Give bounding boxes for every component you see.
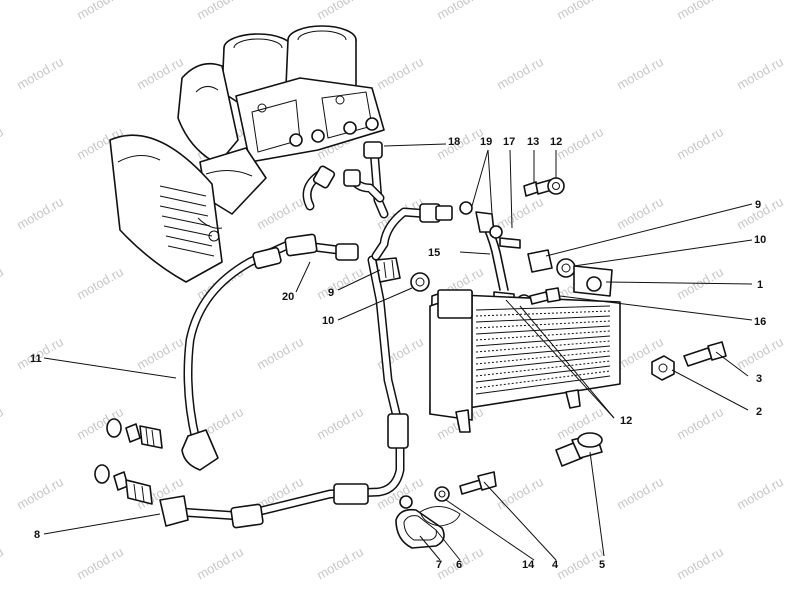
callout-1: 1 — [757, 279, 763, 291]
callout-2: 2 — [756, 406, 762, 418]
callout-16: 16 — [754, 316, 766, 328]
watermark-text: motod.ru — [74, 264, 126, 303]
callout-11: 11 — [30, 353, 42, 365]
watermark-text: motod.ru — [314, 0, 366, 23]
watermark-text: motod.ru — [0, 124, 6, 163]
watermark-text: motod.ru — [614, 474, 666, 513]
watermark-text: motod.ru — [494, 474, 546, 513]
watermark-text: motod.ru — [0, 0, 6, 23]
callout-12-bottom: 12 — [620, 415, 632, 427]
fitting-left-lower — [94, 464, 153, 505]
callout-13: 13 — [527, 136, 539, 148]
bolt-4 — [459, 471, 497, 495]
watermark-text: motod.ru — [494, 194, 546, 233]
watermark-text: motod.ru — [14, 54, 66, 93]
watermark-text: motod.ru — [0, 404, 6, 443]
watermark-text: motod.ru — [0, 544, 6, 583]
callout-labels: 18 19 17 13 12 9 10 15 1 16 20 9 10 11 3… — [30, 136, 766, 571]
callout-6: 6 — [456, 559, 462, 571]
watermark-text: motod.ru — [314, 544, 366, 583]
callout-8: 8 — [34, 529, 40, 541]
watermark-text: motod.ru — [674, 124, 726, 163]
callout-9-right: 9 — [755, 199, 761, 211]
bolt-3 — [683, 341, 727, 367]
clip-6 — [419, 506, 461, 527]
callout-19: 19 — [480, 136, 492, 148]
watermark-text: motod.ru — [734, 334, 786, 373]
bolt-16 — [529, 287, 561, 305]
watermark-text: motod.ru — [374, 54, 426, 93]
watermark-text: motod.ru — [14, 474, 66, 513]
fitting-9-10-left — [375, 257, 430, 292]
watermark-text: motod.ru — [314, 264, 366, 303]
washer-12-top — [547, 177, 565, 195]
oil-hose-11 — [181, 233, 359, 471]
callout-14: 14 — [522, 559, 535, 571]
watermark-text: motod.ru — [434, 0, 486, 23]
watermark-text: motod.ru — [734, 474, 786, 513]
oil-cooler-radiator — [429, 265, 621, 433]
watermark-text: motod.ru — [314, 404, 366, 443]
callout-18: 18 — [448, 136, 460, 148]
watermark-text: motod.ru — [674, 544, 726, 583]
watermark-text: motod.ru — [254, 334, 306, 373]
watermark-text: motod.ru — [614, 194, 666, 233]
watermark-text: motod.ru — [614, 54, 666, 93]
callout-20: 20 — [282, 291, 294, 303]
callout-9-left: 9 — [328, 287, 334, 299]
callout-17: 17 — [503, 136, 515, 148]
callout-10-right: 10 — [754, 234, 766, 246]
callout-12-top: 12 — [550, 136, 562, 148]
fitting-9-10-right — [527, 249, 576, 278]
watermark-text: motod.ru — [494, 54, 546, 93]
hose-to-carburetor — [302, 141, 453, 261]
watermark-text: motod.ru — [0, 264, 6, 303]
watermark-text: motod.ru — [554, 0, 606, 23]
watermark-text: motod.ru — [134, 334, 186, 373]
watermark-text: motod.ru — [734, 54, 786, 93]
watermark-text: motod.ru — [74, 544, 126, 583]
grommet-5 — [555, 432, 603, 467]
callout-15: 15 — [428, 247, 440, 259]
oil-hose-8-lower — [159, 255, 409, 529]
oil-pipe-15 — [459, 201, 532, 313]
engine-carburetor-assembly — [109, 25, 385, 283]
watermark-text: motod.ru — [254, 194, 306, 233]
callout-5: 5 — [599, 559, 605, 571]
callout-7: 7 — [436, 559, 442, 571]
watermark-text: motod.ru — [194, 0, 246, 23]
watermark-text: motod.ru — [194, 544, 246, 583]
callout-10-left: 10 — [322, 315, 334, 327]
callout-3: 3 — [756, 373, 762, 385]
watermark-text: motod.ru — [674, 404, 726, 443]
washer-14 — [399, 486, 450, 509]
rubber-mount-7 — [395, 508, 445, 549]
watermark-text: motod.ru — [74, 0, 126, 23]
fitting-left-upper — [106, 418, 163, 449]
watermark-text: motod.ru — [674, 0, 726, 23]
leader-lines — [43, 143, 753, 561]
watermark-text: motod.ru — [134, 54, 186, 93]
callout-4: 4 — [552, 559, 559, 571]
nut-2 — [651, 355, 675, 381]
watermark-text: motod.ru — [14, 194, 66, 233]
